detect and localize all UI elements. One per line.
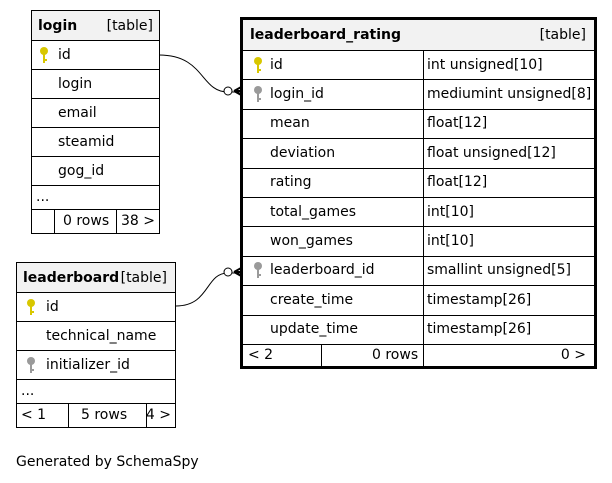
- table-footer: 0 rows 38 >: [32, 209, 159, 233]
- primary-key-icon: [27, 298, 35, 315]
- row-count: 0 rows: [372, 347, 419, 363]
- column-row: mean float[12]: [243, 108, 594, 140]
- table-leaderboard-rating[interactable]: leaderboard_rating [table] id int unsigne…: [240, 17, 597, 369]
- parents-count[interactable]: < 2: [248, 347, 274, 363]
- foreign-key-icon: [254, 262, 262, 279]
- column-name: mean: [270, 115, 310, 132]
- column-name: login_id: [270, 86, 324, 103]
- column-row: id: [17, 292, 175, 322]
- column-row: gog_id: [32, 156, 159, 186]
- primary-key-icon: [254, 56, 262, 73]
- column-name: create_time: [270, 291, 354, 308]
- column-name: steamid: [58, 133, 115, 150]
- table-header: login [table]: [32, 11, 159, 41]
- column-row: initializer_id: [17, 350, 175, 380]
- foreign-key-icon: [27, 356, 35, 373]
- column-type: timestamp[26]: [427, 291, 532, 308]
- column-row: login: [32, 69, 159, 99]
- more-columns-row: ...: [17, 379, 175, 404]
- column-name: won_games: [270, 233, 353, 250]
- column-type: int unsigned[10]: [427, 56, 543, 73]
- column-row: update_time timestamp[26]: [243, 314, 594, 345]
- column-name: update_time: [270, 321, 358, 338]
- column-row: id: [32, 40, 159, 70]
- column-row: total_games int[10]: [243, 197, 594, 228]
- table-footer: < 1 5 rows 4 >: [17, 403, 175, 427]
- column-type: float[12]: [427, 115, 488, 132]
- table-login[interactable]: login [table] id login email steamid gog…: [31, 10, 160, 234]
- column-name: id: [58, 46, 71, 63]
- table-name: leaderboard: [23, 269, 120, 286]
- column-name: rating: [270, 174, 312, 191]
- login-to-rating-relation: [158, 54, 243, 93]
- column-type: int[10]: [427, 203, 474, 220]
- row-count: 0 rows: [63, 213, 110, 229]
- table-name: login: [38, 17, 78, 34]
- table-header: leaderboard_rating [table]: [243, 20, 594, 51]
- children-count[interactable]: 38 >: [121, 213, 155, 229]
- column-row: deviation float unsigned[12]: [243, 138, 594, 169]
- children-count[interactable]: 0 >: [560, 347, 586, 363]
- table-type-label: [table]: [539, 27, 586, 43]
- ellipsis: ...: [36, 189, 50, 205]
- column-row: email: [32, 98, 159, 128]
- column-name: login: [58, 75, 93, 92]
- login-relation-optional-mark: [223, 86, 233, 96]
- table-header: leaderboard [table]: [17, 263, 175, 293]
- column-row: create_time timestamp[26]: [243, 285, 594, 316]
- table-type-label: [table]: [120, 269, 167, 286]
- column-name: initializer_id: [46, 356, 130, 373]
- column-name: technical_name: [46, 327, 157, 344]
- column-name: total_games: [270, 203, 357, 220]
- leaderboard-relation-optional-mark: [223, 267, 233, 277]
- more-columns-row: ...: [32, 185, 159, 210]
- table-type-label: [table]: [106, 17, 153, 34]
- parents-count[interactable]: < 1: [21, 407, 47, 423]
- column-row: rating float[12]: [243, 167, 594, 198]
- column-row: won_games int[10]: [243, 226, 594, 257]
- table-name: leaderboard_rating: [250, 27, 402, 43]
- column-row: steamid: [32, 127, 159, 157]
- column-type: smallint unsigned[5]: [427, 262, 572, 279]
- table-footer: < 2 0 rows 0 >: [243, 344, 594, 366]
- column-type: float[12]: [427, 174, 488, 191]
- column-row: id int unsigned[10]: [243, 50, 594, 81]
- foreign-key-icon: [254, 86, 262, 103]
- column-row: login_id mediumint unsigned[8]: [243, 79, 594, 110]
- column-row: technical_name: [17, 321, 175, 351]
- column-name: email: [58, 104, 97, 121]
- column-name: deviation: [270, 144, 336, 161]
- column-type: int[10]: [427, 233, 474, 250]
- column-row: leaderboard_id smallint unsigned[5]: [243, 255, 594, 287]
- column-type: mediumint unsigned[8]: [427, 86, 592, 103]
- table-leaderboard[interactable]: leaderboard [table] id technical_name in…: [16, 262, 176, 428]
- ellipsis: ...: [21, 383, 35, 399]
- children-count[interactable]: 4 >: [145, 407, 171, 423]
- column-name: leaderboard_id: [270, 262, 375, 279]
- column-name: gog_id: [58, 162, 105, 179]
- generated-by-caption: Generated by SchemaSpy: [16, 454, 199, 470]
- primary-key-icon: [40, 46, 48, 63]
- column-type: float unsigned[12]: [427, 144, 556, 161]
- column-name: id: [46, 298, 59, 315]
- column-name: id: [270, 56, 283, 73]
- leaderboard-to-rating-relation: [175, 272, 243, 307]
- column-type: timestamp[26]: [427, 321, 532, 338]
- row-count: 5 rows: [81, 407, 128, 423]
